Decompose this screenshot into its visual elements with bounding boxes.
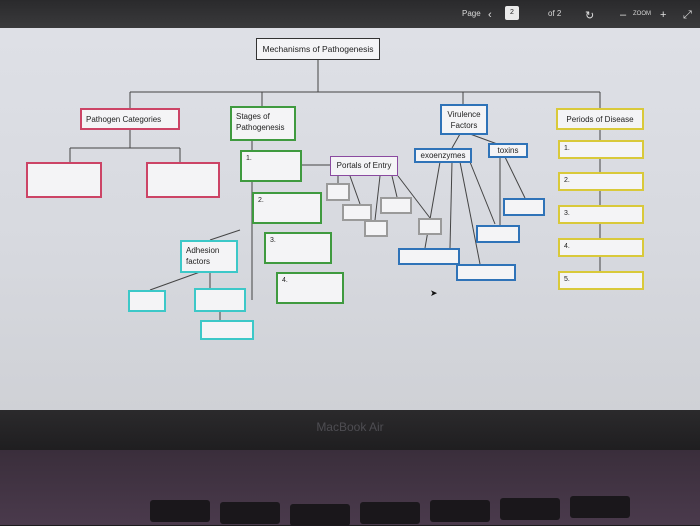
stage-number-1: 1. bbox=[246, 155, 252, 162]
screen: Page ‹ 2 of 2 ↻ – ZOOM + ⤢ bbox=[0, 0, 700, 410]
pathogen-category-blank-1 bbox=[26, 162, 102, 198]
mouse-pointer-icon: ➤ bbox=[430, 288, 438, 298]
portal-blank-1 bbox=[326, 183, 350, 201]
pathogen-categories-box: Pathogen Categories bbox=[80, 108, 180, 130]
toxins-box: toxins bbox=[488, 143, 528, 158]
key bbox=[150, 500, 210, 522]
period-box-4: 4. bbox=[558, 238, 644, 257]
portal-blank-4 bbox=[364, 220, 388, 237]
exoenzymes-box: exoenzymes bbox=[414, 148, 472, 163]
key bbox=[500, 498, 560, 520]
chevron-left-icon[interactable]: ‹ bbox=[488, 9, 492, 21]
stage-number-2: 2. bbox=[258, 197, 264, 204]
key bbox=[220, 502, 280, 524]
page-label: Page bbox=[462, 9, 481, 18]
adhesion-blank-1 bbox=[128, 290, 166, 312]
pathogen-category-blank-2 bbox=[146, 162, 220, 198]
period-number-2: 2. bbox=[564, 177, 570, 184]
device-brand-label: MacBook Air bbox=[316, 420, 384, 434]
key bbox=[290, 504, 350, 526]
page-number-input[interactable]: 2 bbox=[505, 6, 519, 20]
periods-of-disease-box: Periods of Disease bbox=[556, 108, 644, 130]
period-number-3: 3. bbox=[564, 210, 570, 217]
adhesion-blank-2 bbox=[194, 288, 246, 312]
period-box-5: 5. bbox=[558, 271, 644, 290]
stage-box-1: 1. bbox=[240, 150, 302, 182]
period-number-1: 1. bbox=[564, 145, 570, 152]
stage-box-2: 2. bbox=[252, 192, 322, 224]
stages-of-pathogenesis-box: Stages of Pathogenesis bbox=[230, 106, 296, 141]
portals-of-entry-box: Portals of Entry bbox=[330, 156, 398, 176]
page-total: of 2 bbox=[548, 9, 562, 18]
portal-blank-2 bbox=[342, 204, 372, 221]
laptop-bezel bbox=[0, 410, 700, 450]
period-box-3: 3. bbox=[558, 205, 644, 224]
adhesion-blank-3 bbox=[200, 320, 254, 340]
key bbox=[430, 500, 490, 522]
page-title: Mechanisms of Pathogenesis bbox=[256, 38, 380, 60]
portal-blank-3 bbox=[380, 197, 412, 214]
exoenzyme-blank-1 bbox=[398, 248, 460, 265]
period-box-1: 1. bbox=[558, 140, 644, 159]
stage-number-3: 3. bbox=[270, 237, 276, 244]
key bbox=[360, 502, 420, 524]
adhesion-factors-box: Adhesion factors bbox=[180, 240, 238, 273]
toxin-blank-1 bbox=[503, 198, 545, 216]
rotate-icon[interactable]: ↻ bbox=[585, 10, 595, 22]
toxin-blank-2 bbox=[476, 225, 520, 243]
stage-box-3: 3. bbox=[264, 232, 332, 264]
period-number-5: 5. bbox=[564, 276, 570, 283]
exoenzyme-blank-2 bbox=[456, 264, 516, 281]
plus-icon[interactable]: + bbox=[660, 9, 667, 21]
keyboard bbox=[0, 450, 700, 526]
expand-icon[interactable]: ⤢ bbox=[683, 9, 692, 21]
zoom-label: ZOOM bbox=[633, 11, 651, 17]
portal-blank-5 bbox=[418, 218, 442, 235]
stage-box-4: 4. bbox=[276, 272, 344, 304]
pdf-toolbar: Page ‹ 2 of 2 ↻ – ZOOM + ⤢ bbox=[0, 0, 700, 28]
stage-number-4: 4. bbox=[282, 277, 288, 284]
virulence-factors-box: Virulence Factors bbox=[440, 104, 488, 135]
minus-icon[interactable]: – bbox=[620, 9, 627, 21]
period-number-4: 4. bbox=[564, 243, 570, 250]
period-box-2: 2. bbox=[558, 172, 644, 191]
key bbox=[570, 496, 630, 518]
